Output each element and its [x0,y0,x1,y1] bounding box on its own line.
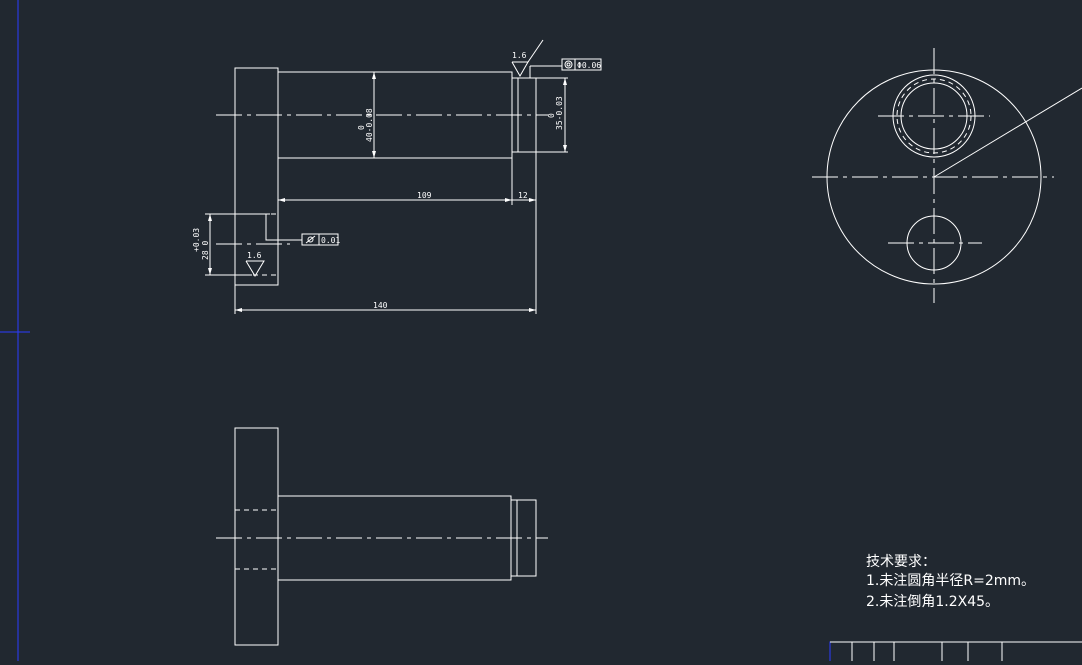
dim-shoulder-length: 12 [518,191,528,200]
dim-shaft-diameter-upper: 0 [357,125,366,130]
drawing-frame [0,0,30,661]
dim-bore: 28 0 [201,241,210,260]
bottom-view [216,427,548,646]
technical-notes: 技术要求： 1.未注圆角半径R=2mm。 2.未注倒角1.2X45。 [866,554,1035,610]
side-view [812,48,1082,303]
roughness-bore: 1.6 [247,251,262,260]
dim-shaft-length: 109 [417,191,432,200]
title-block [829,641,1082,665]
tech-note-2: 2.未注倒角1.2X45。 [866,594,999,610]
tol-frame-top: Φ0.06 [577,61,601,70]
dim-shaft-diameter: 40-0.08 [365,108,374,142]
tech-notes-heading: 技术要求： [866,554,936,570]
roughness-top: 1.6 [512,51,527,60]
dim-end-diameter: 35-0.03 [555,96,564,130]
flange-outline-bottom [234,427,279,646]
dim-bore-tol: +0.03 [192,228,201,252]
tech-note-1: 1.未注圆角半径R=2mm。 [866,573,1035,589]
front-view: 40-0.08 0 35-0.03 0 109 12 140 28 0 +0. [192,39,602,314]
dim-end-diameter-upper: 0 [547,113,556,118]
tol-frame-bore: 0.01 [321,236,340,245]
dim-overall-length: 140 [373,301,388,310]
